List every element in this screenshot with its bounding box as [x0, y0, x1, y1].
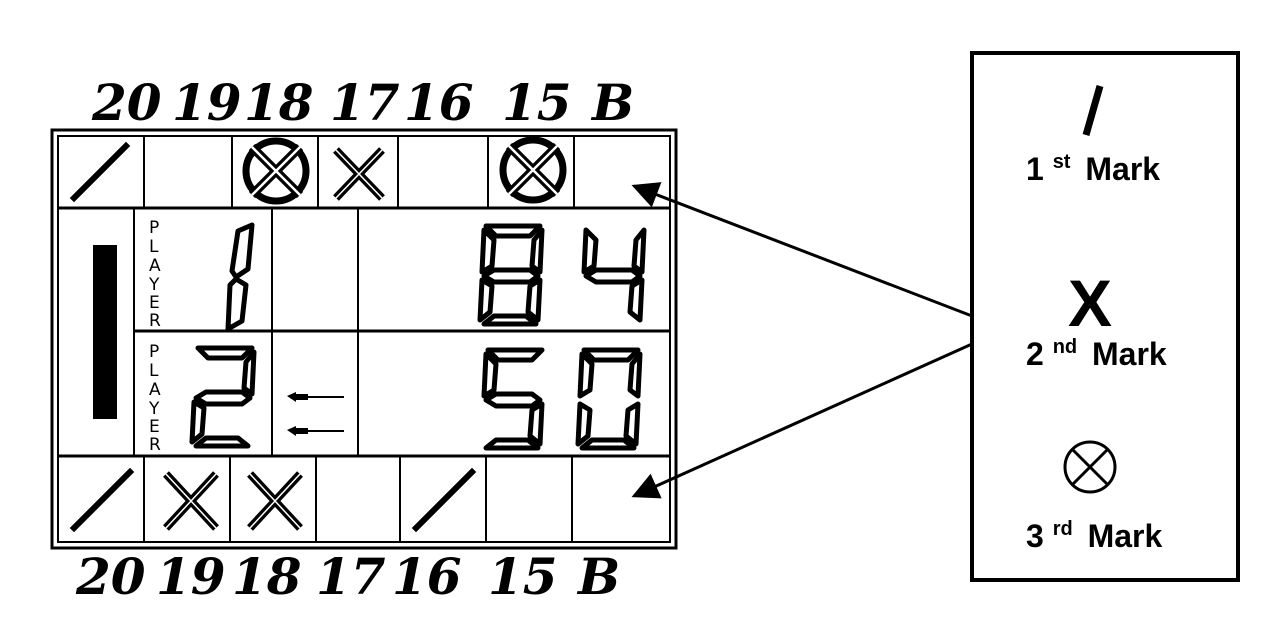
slash-icon: [69, 141, 131, 203]
legend-second-suffix: nd: [1053, 336, 1077, 358]
circled-x-icon: [1063, 440, 1117, 494]
legend-first-mark: 1 st Mark: [1026, 85, 1160, 187]
legend-box: 1 st Mark X 2 nd Mark 3 rd Mark: [970, 51, 1240, 582]
legend-first-word: Mark: [1085, 151, 1160, 187]
top-label-16: 16: [404, 73, 474, 132]
svg-text:2 nd Mark: 2 nd Mark: [1026, 324, 1167, 372]
bottom-label-15: 15: [488, 547, 558, 606]
bottom-label-18: 18: [232, 547, 302, 606]
top-number-labels: 20 19 18 17 16 15 B: [91, 73, 634, 132]
slash-icon: [411, 467, 477, 533]
svg-text:P: P: [149, 218, 159, 238]
dart-icon: [287, 392, 344, 402]
player-2-score: [481, 347, 643, 451]
circled-x-icon: [499, 136, 567, 204]
player-2-label: P L A Y E R: [148, 342, 161, 455]
dart-icon: [287, 426, 344, 436]
lcd-panel: [50, 128, 678, 550]
x-mark-icon: [247, 471, 303, 531]
legend-second-ordinal: 2: [1026, 336, 1044, 372]
svg-text:A: A: [149, 380, 161, 400]
svg-text:E: E: [149, 417, 160, 437]
circled-x-icon: [242, 137, 310, 205]
svg-text:Y: Y: [148, 275, 160, 295]
player-1-row: P L A Y E R: [148, 218, 647, 332]
player-1-number: [225, 222, 255, 332]
bottom-mark-row: [69, 456, 573, 542]
svg-text:E: E: [149, 293, 160, 313]
svg-text:L: L: [149, 237, 159, 257]
top-label-19: 19: [172, 73, 242, 132]
svg-text:L: L: [149, 361, 159, 381]
player-1-label: P L A Y E R: [148, 218, 161, 331]
bottom-label-19: 19: [156, 547, 226, 606]
x-mark-icon: X: [1068, 266, 1112, 340]
bottom-label-17: 17: [316, 547, 386, 606]
svg-text:A: A: [149, 256, 161, 276]
arrow-icon: [631, 182, 973, 318]
player-2-row: P L A Y E R: [148, 342, 643, 455]
svg-text:R: R: [149, 435, 161, 455]
top-label-b: B: [590, 73, 634, 132]
top-label-18: 18: [244, 73, 314, 132]
x-mark-icon: [333, 147, 385, 201]
legend-third-mark: 3 rd Mark: [1026, 440, 1162, 554]
arrow-icon: [631, 342, 973, 499]
top-mark-row: [69, 136, 575, 208]
legend-second-word: Mark: [1092, 336, 1167, 372]
bottom-label-20: 20: [75, 547, 146, 606]
player-2-number: [189, 345, 257, 449]
bottom-label-16: 16: [392, 547, 462, 606]
top-label-15: 15: [502, 73, 572, 132]
svg-text:3 rd Mark: 3 rd Mark: [1026, 506, 1162, 554]
top-label-20: 20: [91, 73, 162, 132]
slash-icon: [1082, 85, 1104, 136]
slash-icon: [69, 467, 135, 533]
active-player-bar: [93, 245, 117, 419]
svg-text:1 st Mark: 1 st Mark: [1026, 139, 1160, 187]
svg-text:Y: Y: [148, 399, 160, 419]
legend-third-ordinal: 3: [1026, 518, 1044, 554]
bottom-number-labels: 20 19 18 17 16 15 B: [75, 547, 620, 606]
player-1-score: [477, 223, 647, 327]
legend-first-suffix: st: [1053, 151, 1071, 173]
x-mark-icon: [163, 471, 219, 531]
bottom-label-b: B: [576, 547, 620, 606]
svg-text:P: P: [149, 342, 159, 362]
legend-first-ordinal: 1: [1026, 151, 1044, 187]
svg-text:R: R: [149, 311, 161, 331]
top-label-17: 17: [330, 73, 400, 132]
legend-second-mark: X 2 nd Mark: [1026, 266, 1167, 372]
legend-third-word: Mark: [1088, 518, 1163, 554]
legend-third-suffix: rd: [1053, 518, 1073, 540]
